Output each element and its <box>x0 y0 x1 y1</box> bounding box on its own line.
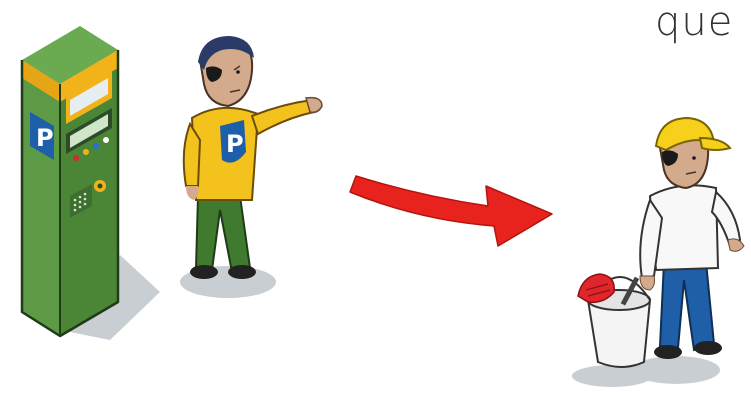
arrow-right-icon <box>350 176 552 246</box>
svg-text:P: P <box>36 124 54 152</box>
parking-attendant-icon: P <box>180 36 322 298</box>
parking-meter-icon: P <box>22 26 160 340</box>
painter-with-bucket-icon <box>572 118 744 387</box>
svg-text:P: P <box>226 130 244 158</box>
caption-text: que <box>655 2 733 42</box>
